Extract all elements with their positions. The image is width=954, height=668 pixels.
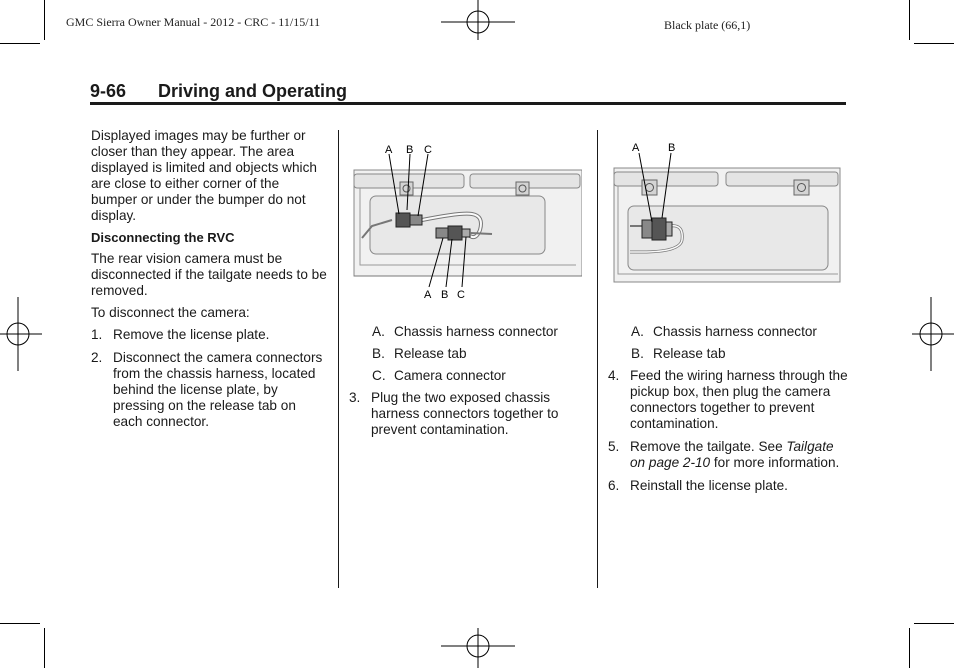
step-item: 3. Plug the two exposed chassis harness …: [349, 390, 587, 438]
column-divider: [597, 130, 598, 588]
legend-item: B. Release tab: [349, 346, 587, 362]
legend-text: Chassis harness connector: [394, 324, 558, 339]
page-number: 9-66: [90, 81, 127, 101]
legend-item: C. Camera connector: [349, 368, 587, 384]
step-text: Reinstall the license plate.: [630, 478, 788, 493]
step-number: 5.: [608, 439, 620, 454]
title-rule: [90, 102, 846, 105]
crop-mark: [914, 623, 954, 624]
legend-letter: B.: [631, 346, 644, 361]
crop-mark: [44, 628, 45, 668]
step-item: 5. Remove the tailgate. See Tailgate on …: [608, 439, 848, 471]
legend-text: Camera connector: [394, 368, 506, 383]
legend-letter: A.: [372, 324, 385, 339]
step-text: Plug the two exposed chassis harness con…: [371, 390, 559, 437]
figure-label: A: [424, 289, 432, 301]
cross-reference-link[interactable]: Tailgate on page 2-10: [630, 439, 834, 470]
page-title: 9-66 Driving and Operating: [90, 81, 347, 102]
figure-label: C: [457, 289, 465, 301]
figure-label: A: [385, 144, 393, 156]
paragraph: The rear vision camera must be disconnec…: [91, 251, 327, 298]
figure-label: C: [424, 144, 432, 156]
column-3: A. Chassis harness connector B. Release ta…: [608, 324, 848, 501]
registration-mark-top: [441, 0, 515, 40]
crop-mark: [44, 0, 45, 40]
step-item: 2. Disconnect the camera connectors from…: [91, 350, 327, 430]
figure-label: B: [441, 289, 448, 301]
crop-mark: [909, 0, 910, 40]
section-heading: Disconnecting the RVC: [91, 230, 235, 245]
step-text: Feed the wiring harness through the pick…: [630, 368, 848, 431]
column-1: Displayed images may be further or close…: [91, 128, 327, 437]
legend-text: Release tab: [394, 346, 467, 361]
legend-item: A. Chassis harness connector: [349, 324, 587, 340]
step-number: 6.: [608, 478, 620, 493]
legend-letter: C.: [372, 368, 386, 383]
column-divider: [338, 130, 339, 588]
intro-paragraph: Displayed images may be further or close…: [91, 128, 317, 223]
step-number: 3.: [349, 390, 361, 405]
step-number: 1.: [91, 327, 103, 342]
step-number: 2.: [91, 350, 103, 365]
step-text: for more information.: [710, 455, 840, 470]
figure-label: A: [632, 142, 640, 154]
registration-mark-right: [912, 297, 954, 371]
legend-item: A. Chassis harness connector: [608, 324, 848, 340]
step-item: 4. Feed the wiring harness through the p…: [608, 368, 848, 432]
legend-letter: B.: [372, 346, 385, 361]
legend-text: Chassis harness connector: [653, 324, 817, 339]
legend-item: B. Release tab: [608, 346, 848, 362]
step-text: Remove the tailgate. See: [630, 439, 787, 454]
column-2: A. Chassis harness connector B. Release ta…: [349, 324, 587, 445]
paragraph: To disconnect the camera:: [91, 305, 250, 320]
connector-illustration-1: A B C A B C: [353, 144, 582, 301]
legend-text: Release tab: [653, 346, 726, 361]
step-item: 1. Remove the license plate.: [91, 327, 327, 343]
connector-illustration-2: A B: [613, 142, 841, 283]
step-text: Remove the license plate.: [113, 327, 270, 342]
step-text: Disconnect the camera connectors from th…: [113, 350, 323, 429]
crop-mark: [914, 43, 954, 44]
figure-label: B: [668, 142, 675, 154]
registration-mark-left: [0, 297, 42, 371]
crop-mark: [909, 628, 910, 668]
figure-label: B: [406, 144, 413, 156]
step-item: 6. Reinstall the license plate.: [608, 478, 848, 494]
registration-mark-bottom: [441, 628, 515, 668]
legend-letter: A.: [631, 324, 644, 339]
section-title: Driving and Operating: [158, 81, 348, 101]
crop-mark: [0, 623, 40, 624]
print-header-right: Black plate (66,1): [664, 18, 751, 32]
step-number: 4.: [608, 368, 620, 383]
print-header-left: GMC Sierra Owner Manual - 2012 - CRC - 1…: [66, 15, 321, 29]
crop-mark: [0, 43, 40, 44]
